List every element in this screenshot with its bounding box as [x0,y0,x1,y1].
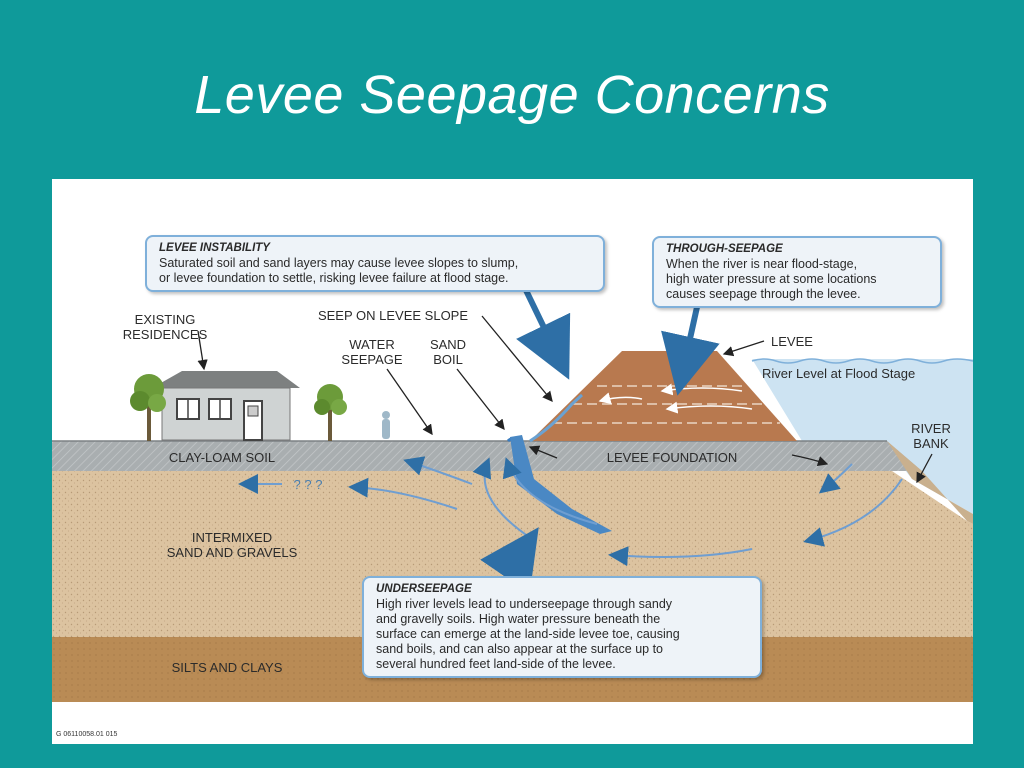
label-seep-on-levee-slope: SEEP ON LEVEE SLOPE [317,308,469,323]
river-bank [887,441,973,524]
label-existing-residences: EXISTING RESIDENCES [110,312,220,342]
person-figure [382,411,390,439]
label-silts-and-clays: SILTS AND CLAYS [171,660,283,675]
callout-text: sand boils, and can also appear at the s… [376,642,663,656]
label-line: SAND AND GRAVELS [166,545,298,560]
label-line: RIVER [911,421,951,436]
clay-loam-layer [52,441,922,471]
label-line: INTERMIXED [191,530,273,545]
label-line: WATER [349,337,395,352]
label-clay-loam-soil: CLAY-LOAM SOIL [168,450,276,465]
callout-underseepage: UNDERSEEPAGE High river levels lead to u… [362,576,762,678]
callout-text: and gravelly soils. High water pressure … [376,612,661,626]
callout-text: high water pressure at some locations [666,272,877,286]
label-levee-foundation: LEVEE FOUNDATION [606,450,738,465]
callout-text: High river levels lead to underseepage t… [376,597,673,611]
label-sand-boil: SAND BOIL [417,337,479,367]
figure-code: G 06110058.01 015 [56,731,118,738]
levee-seepage-diagram: LEVEE INSTABILITY Saturated soil and san… [52,179,973,744]
label-line: BANK [913,436,949,451]
callout-heading: UNDERSEEPAGE [376,583,472,595]
label-intermixed-sand-gravels: INTERMIXED SAND AND GRAVELS [137,530,327,560]
label-unknown: ? ? ? [293,477,323,492]
label-water-seepage: WATER SEEPAGE [332,337,412,367]
label-line: SAND [429,337,467,352]
house-illustration [152,371,300,441]
callout-heading: THROUGH-SEEPAGE [666,243,783,255]
callout-levee-instability: LEVEE INSTABILITY Saturated soil and san… [145,235,605,292]
callout-text: or levee foundation to settle, risking l… [159,271,509,285]
sand-boil-channel [510,435,612,534]
tree-left [130,374,166,441]
tree-right [314,384,347,441]
callout-text: Saturated soil and sand layers may cause… [159,256,519,270]
label-river-bank: RIVER BANK [900,421,962,451]
slide-title: Levee Seepage Concerns [194,65,830,125]
callout-heading: LEVEE INSTABILITY [159,242,270,254]
callout-text: causes seepage through the levee. [666,287,861,301]
label-line: EXISTING [134,312,196,327]
label-line: SEEPAGE [341,352,403,367]
label-levee: LEVEE [771,334,813,349]
callout-through-seepage: THROUGH-SEEPAGE When the river is near f… [652,236,942,308]
callout-text: surface can emerge at the land-side leve… [376,627,680,641]
callout-text: several hundred feet land-side of the le… [376,657,616,671]
label-line: RESIDENCES [122,327,208,342]
label-line: BOIL [433,352,463,367]
label-river-level: River Level at Flood Stage [762,366,916,381]
callout-text: When the river is near flood-stage, [666,257,858,271]
diagram-illustration [52,280,973,702]
levee-body [530,351,797,441]
